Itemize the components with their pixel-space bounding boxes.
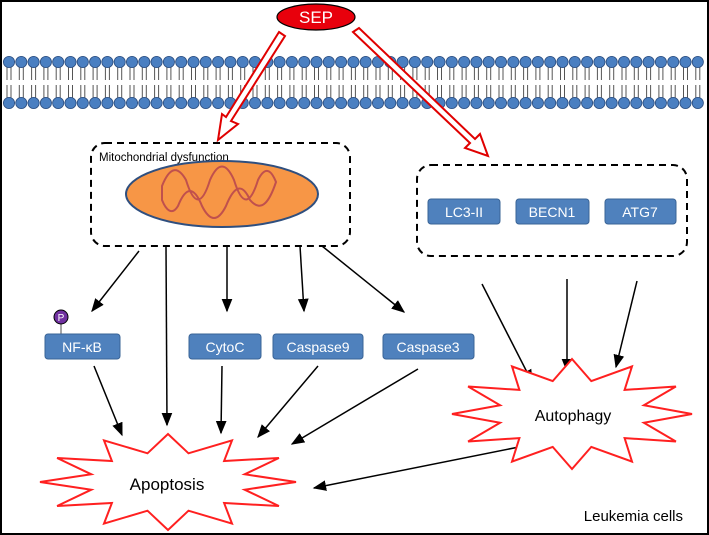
mito-box-title: Mitochondrial dysfunction — [99, 152, 229, 164]
mitochondrion-icon — [125, 160, 319, 228]
apoptosis-burst: Apoptosis — [39, 432, 297, 532]
mito-arrows — [91, 245, 406, 427]
caspase3-label: Caspase3 — [396, 339, 459, 355]
cytoc-label: CytoC — [206, 339, 245, 355]
nfkb-node: P NF-κB — [44, 309, 121, 360]
autophagy-label: Autophagy — [535, 408, 612, 425]
apoptosis-label: Apoptosis — [130, 475, 205, 494]
sep-label: SEP — [299, 8, 333, 27]
lc3-node: LC3-II — [427, 198, 501, 225]
phospho-label: P — [58, 313, 65, 324]
lc3-label: LC3-II — [445, 204, 483, 220]
phospho-icon — [53, 309, 69, 325]
caspase9-label: Caspase9 — [286, 339, 349, 355]
outcome-arrows — [93, 279, 638, 491]
cell-membrane — [3, 56, 704, 110]
caspase3-node: Caspase3 — [382, 333, 475, 360]
becn1-label: BECN1 — [529, 204, 576, 220]
cytoc-node: CytoC — [188, 333, 262, 360]
caspase9-node: Caspase9 — [272, 333, 364, 360]
sep-node: SEP — [276, 3, 356, 31]
cell-type-label: Leukemia cells — [584, 508, 683, 525]
sep-to-autophagy-arrow — [351, 26, 490, 158]
sep-to-mito-arrow — [216, 30, 287, 143]
autophagy-burst: Autophagy — [451, 357, 693, 471]
becn1-node: BECN1 — [515, 198, 590, 225]
nfkb-label: NF-κB — [62, 339, 102, 355]
mito-dysfunction-box: Mitochondrial dysfunction — [90, 142, 351, 247]
atg7-label: ATG7 — [622, 204, 658, 220]
atg7-node: ATG7 — [604, 198, 677, 225]
mitochondrion-cristae — [161, 165, 278, 219]
autophagy-marker-box: LC3-II BECN1 ATG7 — [416, 164, 688, 257]
